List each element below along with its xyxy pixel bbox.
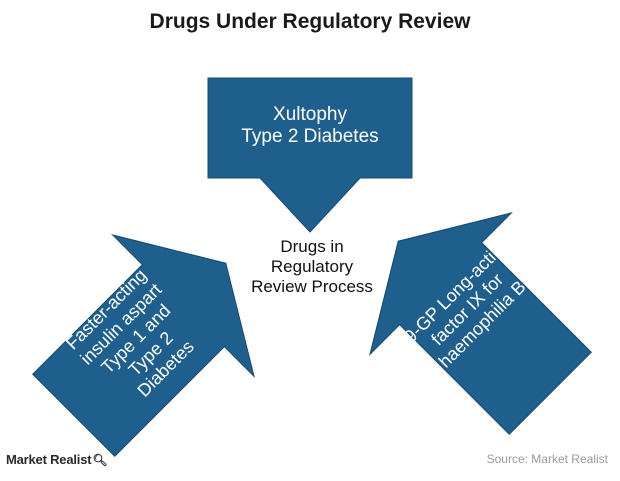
top-arrow (207, 77, 413, 233)
top-arrow-line-1: Xultophy (273, 104, 347, 125)
center-label-line-2: Regulatory (270, 257, 354, 276)
diagram-title: Drugs Under Regulatory Review (149, 10, 471, 33)
center-label: Drugs in Regulatory Review Process (232, 237, 392, 297)
magnifier-icon: 🔍︎ (92, 453, 108, 467)
top-arrow-label: Xultophy Type 2 Diabetes (208, 104, 412, 148)
right-arrow (369, 212, 592, 435)
brand-logo-text: Market Realist (6, 452, 92, 467)
left-arrow (32, 234, 255, 457)
center-label-line-3: Review Process (251, 277, 373, 296)
source-note: Source: Market Realist (486, 452, 608, 466)
center-label-line-1: Drugs in (280, 237, 344, 256)
top-arrow-line-2: Type 2 Diabetes (241, 126, 379, 147)
brand-logo: Market Realist🔍︎ (6, 452, 108, 467)
